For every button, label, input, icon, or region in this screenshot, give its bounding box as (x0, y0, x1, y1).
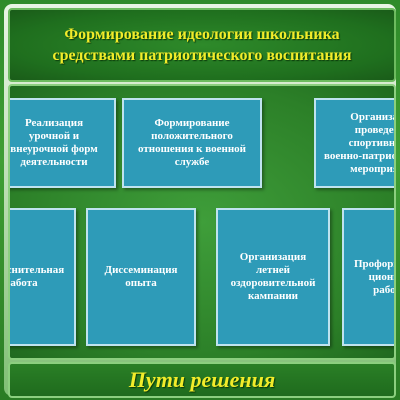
footer-panel: Пути решения (8, 362, 396, 398)
box-sports-events: Организация проведения спортивных и воен… (314, 98, 396, 188)
box-career-guidance-label: Профориента- ционная работа (354, 257, 396, 296)
box-dissemination-label: Диссеминация опыта (104, 264, 178, 289)
box-summer-campaign: Организация летней оздоровительной кампа… (216, 208, 330, 346)
box-sports-events-label: Организация проведения спортивных и воен… (324, 110, 396, 175)
box-dissemination: Диссеминация опыта (86, 208, 196, 346)
content-panel: Реализация урочной и внеурочной форм дея… (8, 84, 396, 360)
title-line-1: Формирование идеологии школьника (64, 26, 340, 43)
box-lesson-activities-label: Реализация урочной и внеурочной форм дея… (10, 117, 98, 168)
box-lesson-activities: Реализация урочной и внеурочной форм дея… (10, 98, 116, 188)
box-summer-campaign-label: Организация летней оздоровительной кампа… (230, 251, 316, 302)
box-explanatory-work-label: Разъяснительная работа (10, 264, 65, 289)
box-explanatory-work: Разъяснительная работа (10, 208, 76, 346)
title-panel: Формирование идеологии школьника средств… (8, 8, 396, 82)
box-military-attitude-label: Формирование положительного отношения к … (138, 117, 246, 168)
title-line-2: средствами патриотического воспитания (52, 47, 352, 64)
box-career-guidance: Профориента- ционная работа (342, 208, 396, 346)
box-military-attitude: Формирование положительного отношения к … (122, 98, 262, 188)
footer-label: Пути решения (128, 367, 276, 392)
